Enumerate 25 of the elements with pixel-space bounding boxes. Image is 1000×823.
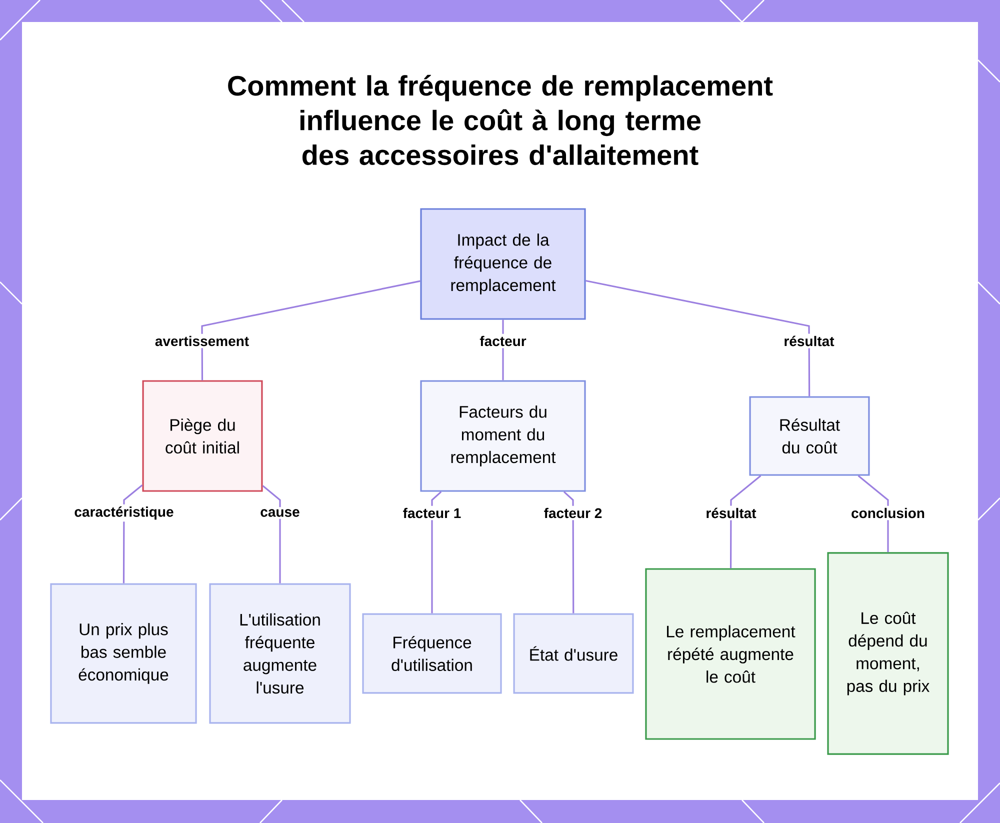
edge-label: facteur [480, 336, 526, 346]
edge-label: résultat [784, 336, 834, 346]
edge-label: caractéristique [74, 506, 174, 520]
process-box: État d'usure [513, 613, 634, 694]
process-box: L'utilisation fréquente augmente l'usure [209, 583, 351, 724]
edge-label: résultat [706, 508, 756, 518]
edge-label: facteur 1 [403, 508, 461, 518]
connector [431, 491, 442, 614]
process-box: Fréquence d'utilisation [362, 613, 502, 694]
edge-label: conclusion [852, 508, 924, 518]
edge-label: cause [260, 509, 300, 517]
process-box: Impact de la fréquence de remplacement [420, 208, 586, 320]
process-box: Résultat du coût [749, 396, 870, 476]
edge-label: facteur 2 [544, 508, 602, 518]
connector [563, 491, 574, 614]
process-box: Le coût dépend du moment, pas du prix [827, 552, 949, 755]
process-box: Facteurs du moment du remplacement [420, 380, 586, 492]
process-box: Le remplacement répété augmente le coût [645, 568, 816, 740]
connector [201, 280, 420, 380]
edge-label: avertissement [155, 336, 249, 346]
connector [262, 485, 281, 584]
process-box: Un prix plus bas semble économique [50, 583, 197, 724]
process-box: Piège du coût initial [142, 380, 263, 492]
title: Comment la fréquence de remplacement influence le coût à long terme des accessoires d'allaitement [228, 74, 773, 166]
connector [586, 280, 810, 396]
